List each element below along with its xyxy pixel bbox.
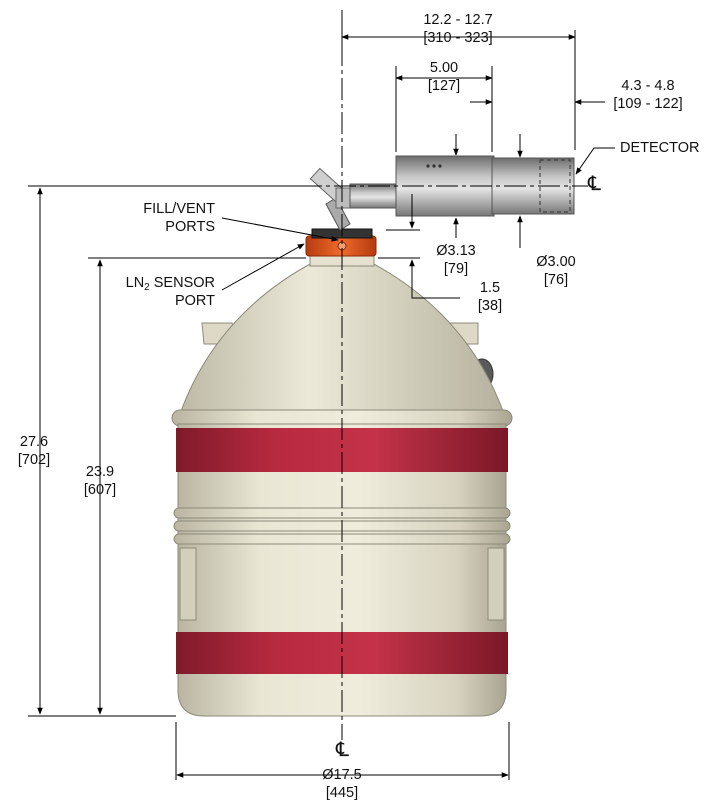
detector-cl-symbol: ℄ xyxy=(587,171,601,195)
endcap-diameter-metric: [79] xyxy=(444,261,468,277)
detector-label: DETECTOR xyxy=(620,140,700,156)
centerlines xyxy=(300,10,588,740)
neck-height-metric: [607] xyxy=(84,482,116,498)
detector-diameter-metric: [76] xyxy=(544,272,568,288)
detector-offset-value: 4.3 - 4.8 xyxy=(621,78,674,94)
vertical-offset-value: 1.5 xyxy=(480,280,500,296)
fill-vent-label-line2: PORTS xyxy=(165,219,215,235)
fill-vent-label-line1: FILL/VENT xyxy=(143,201,215,217)
overall-height-metric: [702] xyxy=(18,452,50,468)
ln2-leader xyxy=(221,243,305,291)
overall-width-metric: [310 - 323] xyxy=(423,30,492,46)
dewar-diameter-metric: [445] xyxy=(326,785,358,801)
detector-length-value: 5.00 xyxy=(430,60,458,76)
ln2-sensor-label-line1: LN2 SENSOR xyxy=(126,275,215,293)
fill-vent-leader xyxy=(221,217,339,242)
overall-height-value: 27.6 xyxy=(20,434,48,450)
detector-diameter-value: Ø3.00 xyxy=(536,254,576,270)
detector-length-metric: [127] xyxy=(428,78,460,94)
dewar-cl-symbol: ℄ xyxy=(335,737,349,761)
annotation-text: 12.2 - 12.7 [310 - 323] 5.00 [127] 4.3 -… xyxy=(18,12,700,801)
neck-height-value: 23.9 xyxy=(86,464,114,480)
detector-arm xyxy=(349,183,399,209)
ln2-sensor-label-line2: PORT xyxy=(175,293,215,309)
overall-width-value: 12.2 - 12.7 xyxy=(423,12,492,28)
vertical-offset-metric: [38] xyxy=(478,298,502,314)
detector-leader xyxy=(575,147,615,175)
dewar-diameter-value: Ø17.5 xyxy=(322,767,362,783)
dimension-lines xyxy=(37,34,615,778)
detector-offset-metric: [109 - 122] xyxy=(613,96,682,112)
endcap-diameter-value: Ø3.13 xyxy=(436,243,476,259)
right-side-label xyxy=(487,547,505,621)
detector-inner xyxy=(539,159,571,213)
left-side-label xyxy=(179,547,197,621)
